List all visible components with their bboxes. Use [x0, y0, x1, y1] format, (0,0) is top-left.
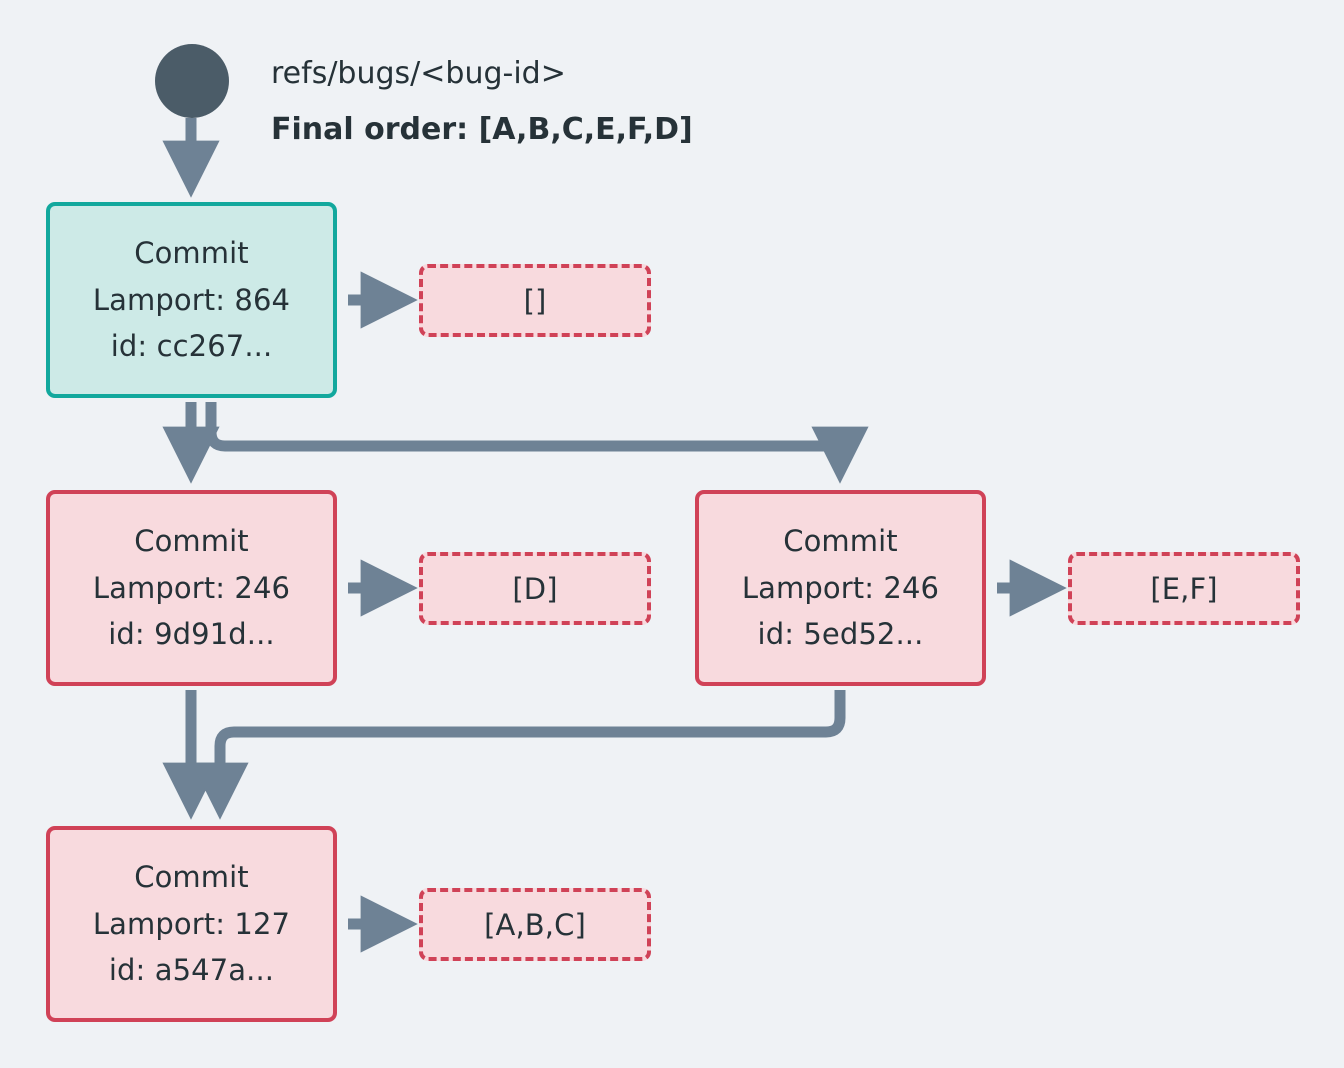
- payload-label: [D]: [512, 571, 558, 606]
- commit-title: Commit: [134, 235, 249, 270]
- commit-node-cc267[interactable]: Commit Lamport: 864 id: cc267...: [46, 202, 337, 398]
- payload-label: [A,B,C]: [484, 907, 586, 942]
- commit-node-9d91d[interactable]: Commit Lamport: 246 id: 9d91d...: [46, 490, 337, 686]
- edge-c864-to-c246b: [205, 402, 869, 484]
- commit-title: Commit: [783, 523, 898, 558]
- ref-label: refs/bugs/<bug-id>: [271, 56, 566, 91]
- payload-box-ef[interactable]: [E,F]: [1068, 552, 1300, 625]
- payload-box-empty[interactable]: []: [419, 264, 651, 337]
- commit-id: id: cc267...: [110, 329, 273, 364]
- payload-label: [E,F]: [1150, 571, 1218, 606]
- commit-id: id: 9d91d...: [108, 617, 275, 652]
- payload-box-d[interactable]: [D]: [419, 552, 651, 625]
- commit-lamport: Lamport: 127: [92, 906, 291, 941]
- final-order-label: Final order: [A,B,C,E,F,D]: [271, 112, 693, 147]
- edge-c246b-to-c127: [191, 690, 846, 820]
- payload-label: []: [523, 283, 547, 318]
- commit-title: Commit: [134, 523, 249, 558]
- payload-box-abc[interactable]: [A,B,C]: [419, 888, 651, 961]
- commit-lamport: Lamport: 864: [92, 282, 291, 317]
- root-node-dot[interactable]: [155, 44, 229, 118]
- commit-lamport: Lamport: 246: [741, 570, 940, 605]
- commit-title: Commit: [134, 859, 249, 894]
- commit-id: id: 5ed52...: [757, 617, 924, 652]
- commit-lamport: Lamport: 246: [92, 570, 291, 605]
- commit-id: id: a547a...: [108, 953, 275, 988]
- commit-node-5ed52[interactable]: Commit Lamport: 246 id: 5ed52...: [695, 490, 986, 686]
- commit-node-a547a[interactable]: Commit Lamport: 127 id: a547a...: [46, 826, 337, 1022]
